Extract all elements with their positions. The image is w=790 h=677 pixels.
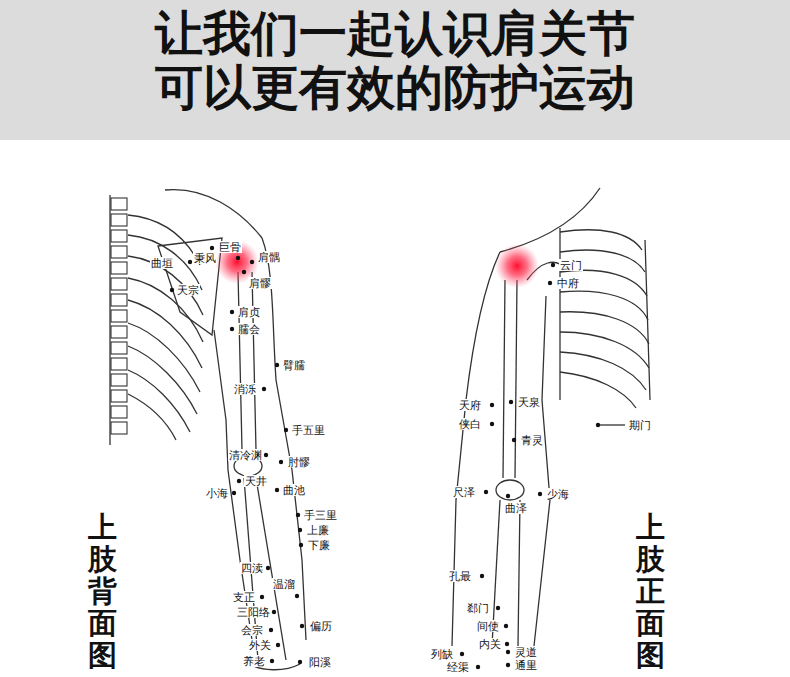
acupoint-label: 外关	[248, 639, 272, 651]
acupoint-label: 通里	[514, 659, 538, 671]
acupoint-label: 消泺	[233, 383, 257, 395]
acupoint-label: 阳溪	[308, 656, 332, 668]
acupoint-label: 小海	[205, 487, 229, 499]
acupoint-label: 下廉	[307, 539, 331, 551]
acupoint-label: 偏历	[309, 620, 333, 632]
acupoint-label: 会宗	[240, 624, 264, 636]
acupoint-label: 列缺	[430, 648, 454, 660]
acupoint-label: 肩贞	[237, 306, 261, 318]
acupoint-label: 灵道	[514, 646, 538, 658]
acupoint-label: 间使	[476, 620, 500, 632]
acupoint-label: 期门	[628, 419, 652, 431]
acupoint-label: 曲池	[282, 484, 306, 496]
acupoint-label: 天泉	[517, 396, 541, 408]
acupoint-label: 孔最	[448, 570, 472, 582]
acupoint-label: 四渎	[240, 562, 264, 574]
back-view-skeleton	[110, 190, 306, 670]
acupoint-label: 曲泽	[504, 502, 528, 514]
acupoint-label: 内关	[478, 638, 502, 650]
acupoint-label: 手五里	[291, 424, 326, 436]
acupoint-label: 天井	[244, 475, 268, 487]
acupoint-label: 手三里	[303, 509, 338, 521]
acupoint-label: 肩髃	[257, 251, 281, 263]
acupoint-label: 支正	[232, 591, 256, 603]
acupoint-label: 秉风	[193, 252, 217, 264]
acupoint-label: 臂臑	[282, 359, 306, 371]
acupoint-label: 肘髎	[287, 456, 311, 468]
acupoint-label: 肩髎	[248, 277, 272, 289]
leader-line	[600, 424, 625, 425]
acupoint-label: 中府	[556, 277, 580, 289]
acupoint-label: 上廉	[306, 524, 330, 536]
acupoint-label: 经渠	[446, 661, 470, 673]
view-caption: 上肢正面图	[636, 512, 665, 671]
acupoint-label: 臑会	[237, 323, 261, 335]
acupoint-label: 云门	[559, 259, 583, 271]
acupoint-label: 少海	[546, 488, 570, 500]
acupoint-label: 养老	[242, 655, 266, 667]
acupoint-label: 巨骨	[218, 241, 242, 253]
acupoint-label: 清冷渊	[228, 449, 263, 461]
acupoint-label: 天府	[458, 399, 482, 411]
acupoint-label: 青灵	[520, 434, 544, 446]
acupoint-label: 曲垣	[150, 257, 174, 269]
front-view-skeleton	[452, 188, 650, 646]
acupoint-label: 温溜	[272, 578, 296, 590]
acupoint-label: 尺泽	[452, 486, 476, 498]
shoulder-highlight	[495, 244, 539, 288]
acupoint-label: 三阳络	[236, 606, 271, 618]
acupoint-dots	[170, 246, 600, 669]
acupoint-label: 天宗	[176, 284, 200, 296]
page-title: 让我们一起认识肩关节 可以更有效的防护运动	[145, 6, 645, 114]
acupoint-label: 侠白	[458, 418, 482, 430]
acupoint-label: 郄门	[466, 602, 490, 614]
view-caption: 上肢背面图	[88, 512, 117, 671]
